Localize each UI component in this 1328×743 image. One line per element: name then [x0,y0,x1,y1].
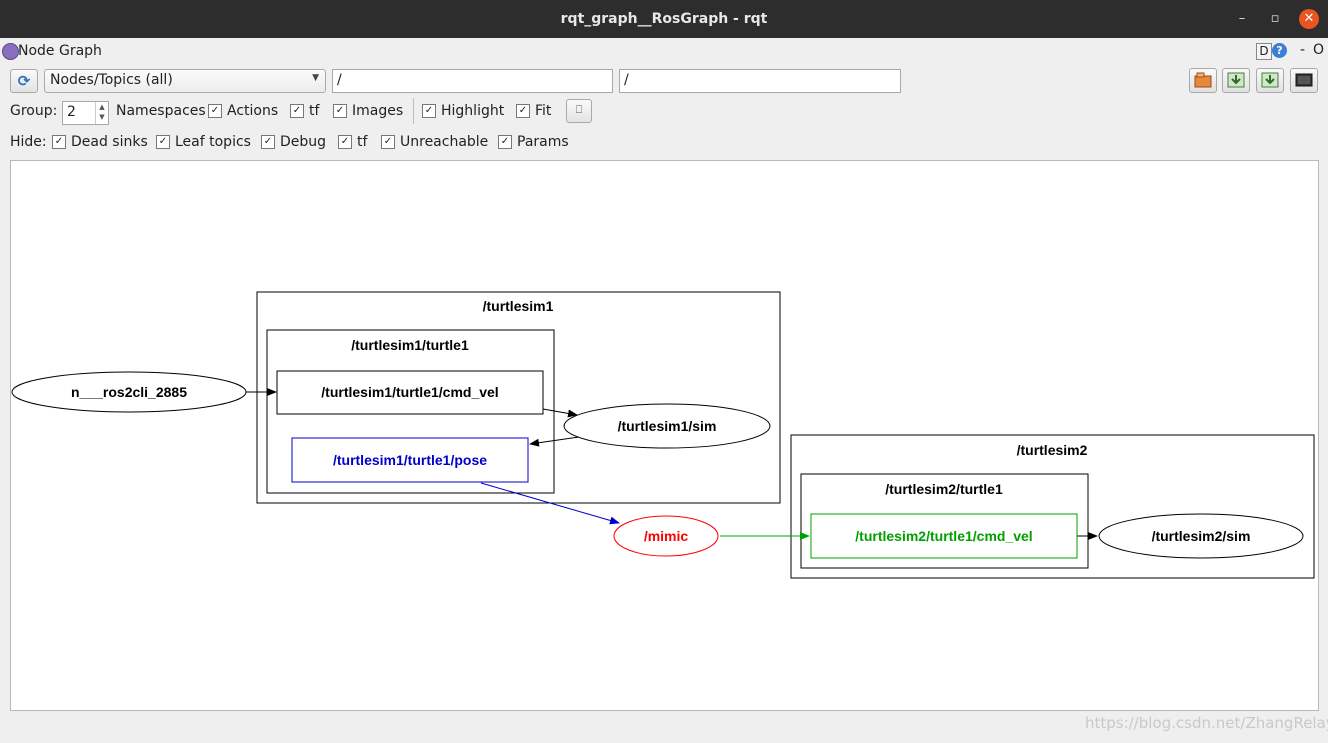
node-filter-input[interactable]: / [332,69,613,93]
graph-topic-cmd-vel-2[interactable]: /turtlesim2/turtle1/cmd_vel [810,513,1078,559]
debug-checkbox[interactable]: ✓ [261,135,275,149]
params-label: Params [517,134,569,150]
graph-topic-cmd-vel-1[interactable]: /turtlesim1/turtle1/cmd_vel [276,370,544,415]
cluster-turtlesim2: /turtlesim2 [790,434,1315,579]
maximize-icon[interactable]: ▫ [1270,11,1280,26]
refresh-icon: ⟳ [17,72,31,90]
topic-filter-input[interactable]: / [619,69,901,93]
save-svg-icon [1261,72,1279,88]
graph-topic-cmd-vel-2-label: /turtlesim2/turtle1/cmd_vel [855,528,1032,544]
cluster-turtlesim1-turtle1: /turtlesim1/turtle1 [266,329,555,494]
debug-label: Debug [280,134,327,150]
graph-node-turtlesim2-sim[interactable]: /turtlesim2/sim [1098,513,1304,559]
unreachable-label: Unreachable [400,134,489,150]
graph-node-ros2cli[interactable]: n___ros2cli_2885 [11,371,247,413]
graph-mode-combo[interactable]: Nodes/Topics (all) ▼ [44,69,326,93]
debug-dock-button[interactable]: D [1256,43,1272,60]
separator [413,98,414,124]
actions-checkbox[interactable]: ✓ [208,104,222,118]
cluster-turtlesim1: /turtlesim1 [256,291,781,504]
fit-label: Fit [535,103,552,119]
actions-label: Actions [227,103,279,119]
load-icon [1194,72,1212,88]
save-dot-button[interactable] [1222,68,1250,93]
screenshot-icon [1295,73,1313,87]
fit-in-view-button[interactable]: ⎕ [566,99,592,123]
graph-topic-pose-1[interactable]: /turtlesim1/turtle1/pose [291,437,529,483]
rqt-plugin-icon [2,43,19,60]
ros-graph: /turtlesim1 /turtlesim1/turtle1 /turtles… [11,291,1315,579]
dead-sinks-checkbox[interactable]: ✓ [52,135,66,149]
graph-node-mimic-label: /mimic [644,528,689,544]
group-spinbox[interactable]: 2 ▲▼ [62,101,109,125]
cluster-turtlesim1-label: /turtlesim1 [483,298,554,314]
hide-tf-label: tf [357,134,368,150]
watermark-text: https://blog.csdn.net/ZhangRelay [1085,714,1328,732]
edge-cmdvel1-to-sim1 [542,408,578,418]
graph-canvas[interactable]: /turtlesim1 /turtlesim1/turtle1 /turtles… [10,160,1319,711]
tf-checkbox[interactable]: ✓ [290,104,304,118]
graph-node-ros2cli-label: n___ros2cli_2885 [71,384,187,400]
plugin-float-button[interactable]: O [1313,42,1325,58]
cluster-turtlesim1-turtle1-label: /turtlesim1/turtle1 [351,337,469,353]
cluster-turtlesim2-turtle1: /turtlesim2/turtle1 [800,473,1089,569]
help-icon[interactable]: ? [1272,43,1287,58]
group-value: 2 [67,104,76,120]
options-row: Group: 2 ▲▼ Namespaces ✓ Actions ✓ tf ✓ … [10,98,1310,125]
cluster-turtlesim2-label: /turtlesim2 [1017,442,1088,458]
hide-label: Hide: [10,134,47,150]
images-label: Images [352,103,404,119]
window-title: rqt_graph__RosGraph - rqt [560,11,768,27]
plugin-title: Node Graph [18,43,102,59]
graph-node-turtlesim2-sim-label: /turtlesim2/sim [1152,528,1251,544]
params-checkbox[interactable]: ✓ [498,135,512,149]
graph-topic-cmd-vel-1-label: /turtlesim1/turtle1/cmd_vel [321,384,498,400]
dead-sinks-label: Dead sinks [71,134,148,150]
highlight-label: Highlight [441,103,505,119]
chevron-down-icon: ▼ [312,73,319,83]
unreachable-checkbox[interactable]: ✓ [381,135,395,149]
graph-node-turtlesim1-sim-label: /turtlesim1/sim [618,418,717,434]
spin-arrows-icon[interactable]: ▲▼ [95,102,108,124]
window-titlebar: rqt_graph__RosGraph - rqt – ▫ ✕ [0,0,1328,38]
tf-label: tf [309,103,320,119]
save-dot-icon [1227,72,1245,88]
close-icon[interactable]: ✕ [1299,9,1319,29]
hide-row: Hide: ✓ Dead sinks ✓ Leaf topics ✓ Debug… [10,132,1310,154]
plugin-header: Node Graph D ? - O [0,40,1328,64]
save-image-button[interactable] [1290,68,1318,93]
graph-node-mimic[interactable]: /mimic [613,515,719,557]
minimize-icon[interactable]: – [1238,11,1246,26]
node-filter-value: / [337,72,342,88]
namespaces-label: Namespaces [116,103,206,119]
graph-topic-pose-1-label: /turtlesim1/turtle1/pose [333,452,487,468]
refresh-button[interactable]: ⟳ [10,69,38,93]
graph-node-turtlesim1-sim[interactable]: /turtlesim1/sim [563,403,771,449]
images-checkbox[interactable]: ✓ [333,104,347,118]
hide-tf-checkbox[interactable]: ✓ [338,135,352,149]
save-svg-button[interactable] [1256,68,1284,93]
fit-in-view-icon: ⎕ [575,103,583,116]
graph-mode-value: Nodes/Topics (all) [50,72,173,88]
group-label: Group: [10,103,58,119]
cluster-turtlesim2-turtle1-label: /turtlesim2/turtle1 [885,481,1003,497]
plugin-minimize-button[interactable]: - [1300,42,1306,58]
leaf-topics-checkbox[interactable]: ✓ [156,135,170,149]
load-dot-button[interactable] [1189,68,1217,93]
highlight-checkbox[interactable]: ✓ [422,104,436,118]
edge-sim1-to-pose1 [529,436,580,447]
fit-checkbox[interactable]: ✓ [516,104,530,118]
topic-filter-value: / [624,72,629,88]
edge-pose1-to-mimic [480,482,620,525]
leaf-topics-label: Leaf topics [175,134,251,150]
